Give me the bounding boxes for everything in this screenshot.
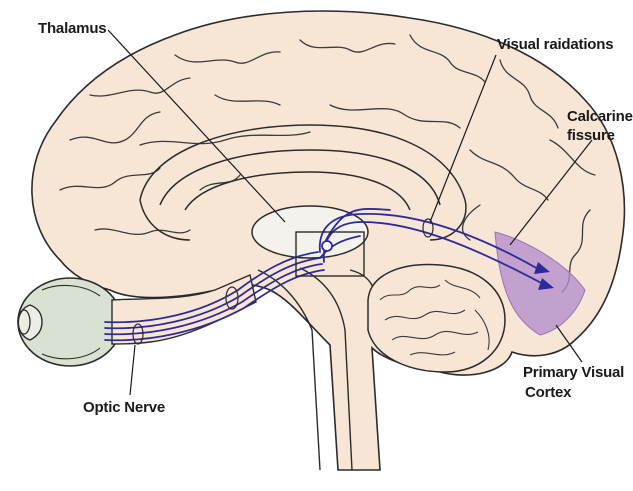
lgn-node: [322, 241, 332, 251]
label-calcarine-fissure-line2: fissure: [567, 127, 615, 144]
label-primary-visual-cortex-line1: Primary Visual: [523, 364, 624, 381]
cerebellum: [368, 265, 505, 372]
label-calcarine-fissure-line1: Calcarine: [567, 108, 633, 125]
label-primary-visual-cortex-line2: Cortex: [525, 384, 572, 401]
label-optic-nerve: Optic Nerve: [83, 399, 165, 416]
label-thalamus: Thalamus: [38, 20, 106, 37]
label-visual-radiations: Visual raidations: [497, 36, 613, 53]
